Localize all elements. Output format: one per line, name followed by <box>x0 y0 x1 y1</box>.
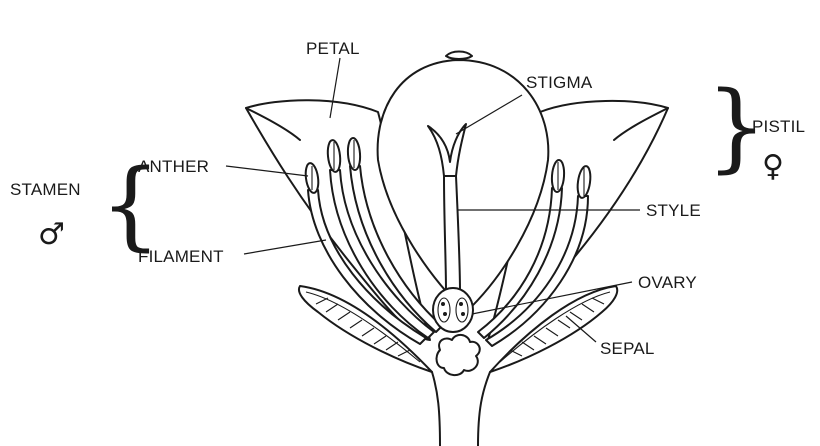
stem <box>431 371 491 446</box>
stamens-right <box>477 159 592 347</box>
label-sepal: SEPAL <box>600 339 655 358</box>
style <box>443 175 461 293</box>
ovary <box>432 287 474 333</box>
stamen-brace: { <box>100 149 161 261</box>
label-anther: ANTHER <box>138 157 209 176</box>
label-petal: PETAL <box>306 39 360 58</box>
male-symbol-icon: ♂ <box>38 217 65 252</box>
leader-lines <box>225 57 640 343</box>
sepal-left <box>298 285 433 373</box>
label-ovary: OVARY <box>638 273 697 292</box>
label-pistil: PISTIL <box>752 117 805 136</box>
sepal-right <box>489 285 619 373</box>
stigma <box>427 123 467 177</box>
stamens-left <box>304 137 443 345</box>
female-symbol-icon: ♀ <box>762 149 784 184</box>
receptacle <box>435 334 481 376</box>
label-filament: FILAMENT <box>138 247 224 266</box>
pistil-brace: } <box>706 71 767 183</box>
label-stamen: STAMEN <box>10 180 81 199</box>
pistil <box>427 123 474 333</box>
label-stigma: STIGMA <box>526 73 593 92</box>
label-style: STYLE <box>646 201 701 220</box>
